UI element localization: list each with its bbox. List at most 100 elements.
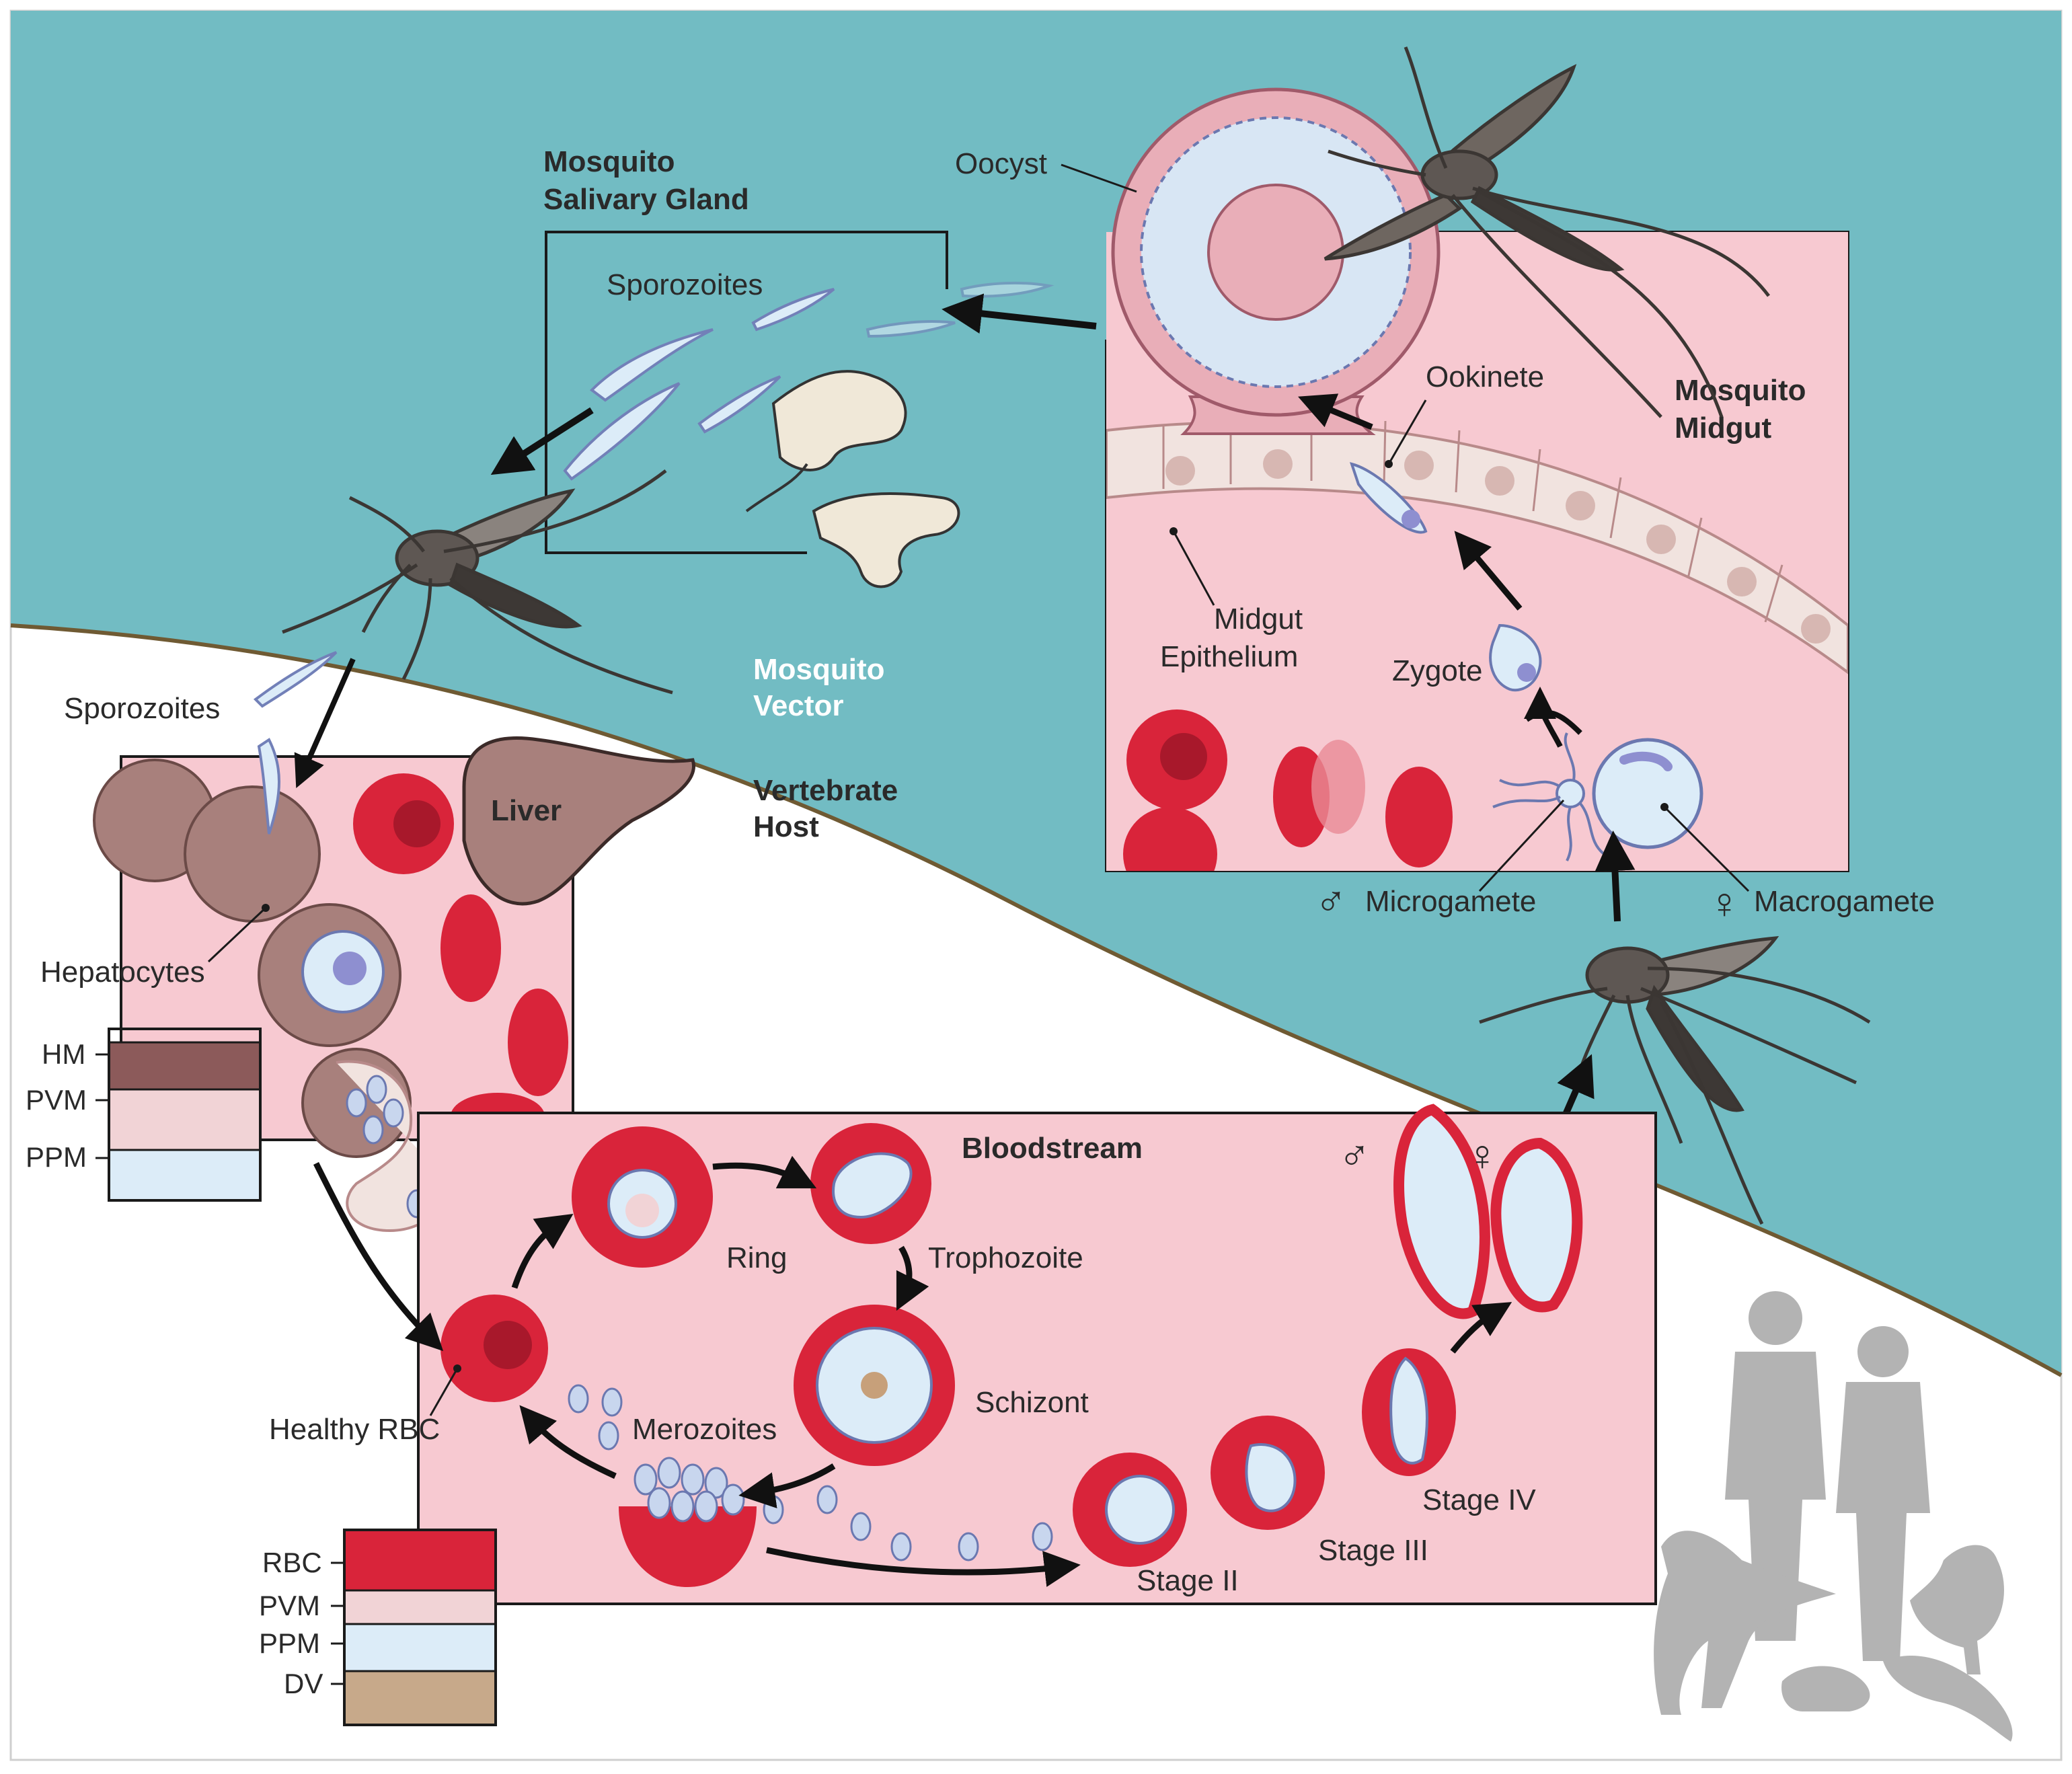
merozoite (958, 1532, 979, 1561)
cell-wall (1532, 449, 1541, 512)
stack-frame (343, 1529, 497, 1726)
schizont-hemozoin (861, 1372, 888, 1399)
arrow-ring-to-trophozoite (712, 1155, 817, 1189)
mosquito-leg (401, 578, 432, 681)
healthy-rbc-leader-dot (453, 1364, 461, 1373)
healthy-rbc-center (484, 1321, 532, 1369)
merozoite (670, 1490, 695, 1522)
merozoite (346, 1088, 367, 1118)
arrow-schizont-to-burst (738, 1463, 836, 1508)
merozoite (694, 1490, 718, 1522)
host-boundary-line (10, 623, 2063, 1377)
schizont-label: Schizont (975, 1386, 1089, 1419)
macrogamete-nucleus (1619, 751, 1673, 771)
salivary-gland-lobes (745, 370, 960, 588)
arrow-liver-to-blood (313, 1161, 444, 1352)
trophozoite-label: Trophozoite (928, 1241, 1083, 1274)
flagellum (1499, 779, 1562, 788)
merozoite (890, 1532, 912, 1561)
oocyst-label: Oocyst (955, 147, 1047, 180)
infected-hepatocyte-nucleus (333, 952, 367, 985)
arrow-ookinete-to-oocyst (1298, 393, 1373, 430)
merozoite (816, 1485, 838, 1514)
arrow-trophozoite-to-schizont (896, 1245, 929, 1311)
nucleus (1404, 451, 1434, 480)
merozoite (383, 1098, 404, 1128)
merozoite (598, 1421, 619, 1451)
stage3-label: Stage III (1318, 1534, 1428, 1567)
vector-line-2: Vector (753, 689, 844, 722)
mosquito-abdomen (448, 562, 582, 629)
stack-rbc (343, 1529, 497, 1592)
mosquito-feeding-right (1479, 936, 1871, 1225)
liver-panel: Liver Sporozoites Hepatocytes HM PVM PPM (26, 651, 695, 1276)
cell-wall (1609, 477, 1622, 539)
oocyst-leader (1061, 163, 1137, 193)
ookinete-nucleus (1402, 510, 1420, 529)
membrane-pvm: PVM (26, 1084, 87, 1116)
epithelium-leader-dot (1169, 527, 1178, 535)
male-gametocyte (1393, 1104, 1490, 1319)
female-symbol-blood: ♀ (1466, 1131, 1498, 1180)
macrogamete-label: Macrogamete (1754, 885, 1935, 918)
sporozoite (751, 288, 835, 332)
membrane-ppm: PPM (26, 1141, 87, 1173)
ookinete-leader (1387, 399, 1427, 465)
hepatocytes-leader-dot (262, 904, 270, 912)
mosquito-wing (1323, 193, 1462, 261)
rbc (440, 894, 501, 1002)
epithelium-line-1: Midgut (1214, 603, 1303, 635)
gland-lobe (812, 492, 960, 588)
vertebrate-hosts-silhouettes (1654, 1291, 2013, 1742)
liver-sporozoites (253, 651, 338, 835)
arrow-merozoites-to-rbc (519, 1405, 617, 1479)
macrogamete-leader-dot (1660, 803, 1668, 811)
cell-wall (1383, 420, 1387, 485)
human-head (1749, 1291, 1802, 1345)
arrow-zygote-to-ookinete (1454, 531, 1523, 611)
merozoite (362, 1115, 384, 1145)
trophozoite-parasite (832, 1152, 913, 1219)
blood-membrane-stack: RBC PVM PPM DV (259, 1529, 497, 1726)
merozoite (568, 1384, 589, 1414)
stage4-parasite (1389, 1356, 1428, 1465)
merozoite (763, 1495, 784, 1525)
rbc-center (1160, 733, 1207, 780)
rbc-faded (1311, 740, 1365, 834)
merozoite (1032, 1522, 1053, 1551)
microgamete-leader (1478, 799, 1565, 892)
mosquito-leg (1647, 966, 1871, 1024)
stack-dv (343, 1670, 497, 1726)
merozoite (366, 1075, 387, 1104)
chicken-silhouette (1910, 1545, 2004, 1674)
salivary-title-1: Mosquito (543, 145, 675, 178)
host-line-2: Host (753, 810, 819, 843)
mosquito-feeding-left (282, 469, 673, 695)
burst-rbc (619, 1506, 757, 1587)
mosquito-leg (1451, 194, 1662, 418)
stack-pvm (343, 1589, 497, 1625)
salivary-sporozoites-label: Sporozoites (607, 268, 763, 301)
merozoite (704, 1467, 728, 1499)
ring-label: Ring (726, 1241, 788, 1274)
mosquito-leg (1479, 987, 1608, 1024)
mosquito-leg (1640, 987, 1857, 1085)
stack-hm (108, 1041, 262, 1091)
female-symbol-midgut: ♀ (1708, 879, 1740, 927)
membrane-hm: HM (42, 1038, 85, 1070)
rbc-center (393, 800, 440, 847)
male-symbol-blood: ♂ (1338, 1131, 1371, 1180)
arrow-stage4-to-gametocyte (1450, 1302, 1512, 1354)
sporozoite (253, 651, 338, 708)
nucleus (1263, 449, 1293, 479)
rbc (1123, 807, 1217, 871)
liver-membrane-stack: HM PVM PPM (26, 1028, 262, 1202)
human-head (1857, 1326, 1909, 1377)
healthy-rbc-leader (429, 1368, 459, 1416)
